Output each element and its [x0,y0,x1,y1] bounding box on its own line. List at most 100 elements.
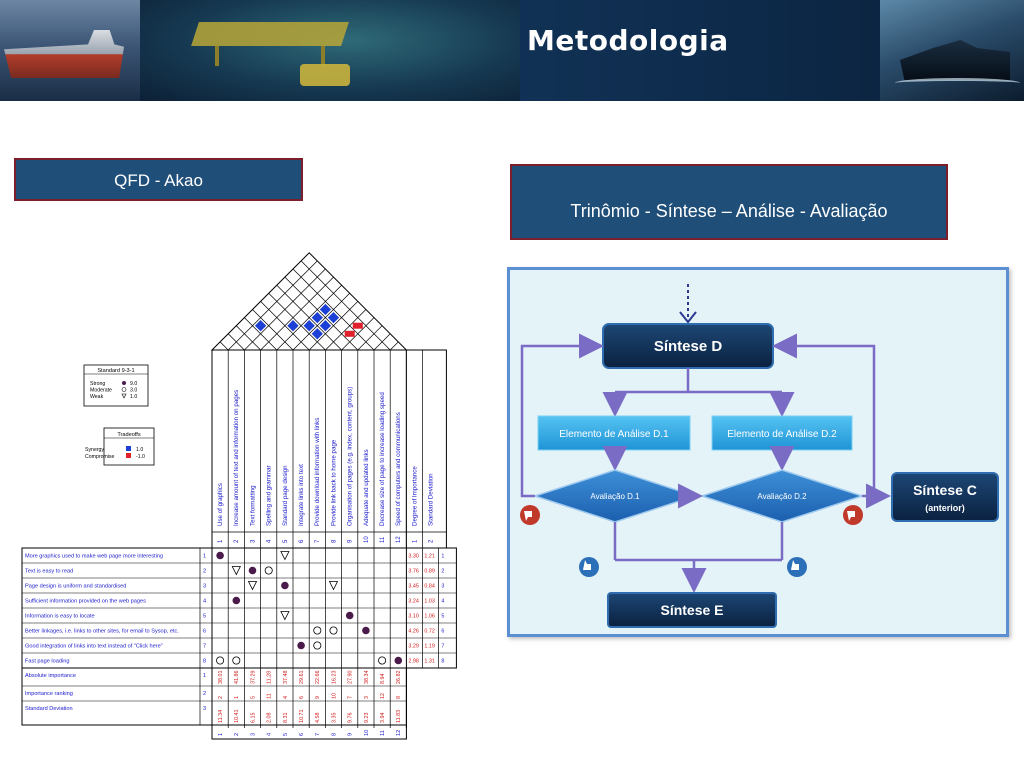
qfd-side-column-label: Standard Deviation [427,473,434,526]
relation-moderate-mark [232,656,241,665]
qfd-bottom-value: 22.66 [315,671,321,685]
relation-weak-mark [231,566,241,576]
qfd-roof-gridline [284,276,359,351]
qfd-side-column-label: Degree of Importance [411,466,418,526]
legend-strong-mark [122,381,126,385]
qfd-sd-value: 1.19 [424,643,435,649]
relation-weak-mark [328,581,339,591]
avaliacao-d1-label: Avaliação D.1 [590,492,640,501]
thumbs-down-icon [843,505,863,525]
slide-title: Metodologia [527,24,729,57]
legend-standard-value: 1.0 [130,394,137,400]
qfd-column-number: 8 [331,539,337,543]
qfd-bottom-row-number: 1 [203,673,206,679]
qfd-final-column-number: 10 [364,730,370,736]
qfd-bottom-value: 16.23 [331,671,337,685]
qfd-roof-gridline [268,293,326,351]
qfd-bottom-value: 9 [315,696,321,699]
qfd-importance-value: 3.45 [408,583,419,589]
relation-strong-mark [281,581,289,590]
qfd-bottom-value: 11.28 [267,671,273,684]
qfd-column-label: Standard page design [282,465,289,526]
qfd-final-column-number: 6 [299,733,305,736]
qfd-column-number: 3 [250,539,256,543]
qfd-final-column-number: 1 [218,733,224,736]
qfd-importance-value: 3.10 [408,613,419,619]
roof-synergy-mark [254,320,267,332]
qfd-sd-value: 0.72 [424,628,435,634]
relation-moderate-mark [313,641,322,650]
qfd-rank-value: 4 [441,598,444,604]
avaliacao-d2-label: Avaliação D.2 [757,492,807,501]
qfd-final-column-number: 9 [348,733,354,736]
sintese-e-box: Síntese E [607,592,777,628]
incoming-arrowhead [679,311,697,324]
roof-synergy-mark [303,320,315,332]
qfd-label-text: QFD - Akao [114,171,203,190]
qfd-column-number: 12 [396,536,402,543]
qfd-row-number: 6 [203,628,206,634]
qfd-rank-value: 5 [441,613,444,619]
relation-moderate-mark [329,626,338,635]
qfd-bottom-value: 12 [380,693,386,699]
qfd-final-column-number: 4 [267,733,273,736]
qfd-column-number: 1 [218,539,224,543]
qfd-final-column-number: 11 [380,730,386,736]
legend-moderate-mark [121,387,127,392]
qfd-row-number: 4 [203,598,206,604]
qfd-final-column-number: 8 [331,733,337,736]
relation-strong-mark [248,566,257,575]
qfd-importance-value: 3.29 [408,643,419,649]
element-d1-box: Elemento de Análise D.1 [537,415,691,451]
subsea-structure-legs [215,46,325,66]
legend-standard-label: Weak [90,394,104,400]
qfd-rank-value: 1 [441,553,444,559]
qfd-bottom-value: 37.29 [250,671,256,685]
qfd-bottom-value: 9.23 [364,713,370,724]
relation-weak-mark [280,551,290,561]
qfd-label-box: QFD - Akao [14,158,303,201]
qfd-column-number: 10 [364,536,370,543]
qfd-bottom-value: 7 [348,696,354,699]
qfd-rank-value: 2 [441,568,444,574]
qfd-roof-gridline [292,268,375,351]
qfd-bottom-row-number: 2 [203,691,206,697]
relation-moderate-mark [216,656,225,665]
qfd-column-label: Adequate and updated links [363,449,370,526]
qfd-bottom-row-label: Standard Deviation [25,706,73,712]
legend-synergy-mark [126,446,131,451]
qfd-row-label: Page design is uniform and standardised [25,583,126,589]
relation-strong-mark [394,656,403,665]
qfd-column-number: 9 [348,539,354,543]
sintese-e-label: Síntese E [660,602,723,618]
legend-tradeoffs-label: Synergy [85,447,104,453]
sintese-c-box: Síntese C (anterior) [891,472,999,522]
qfd-bottom-value: 11.34 [218,710,224,723]
header-banner: Metodologia [0,0,1024,101]
thumbs-down-icon [520,505,540,525]
qfd-bottom-value: 37.48 [283,671,289,685]
relation-strong-mark [232,596,241,605]
roof-synergy-mark [287,320,299,332]
qfd-bottom-value: 2 [218,696,224,699]
qfd-importance-value: 3.76 [408,568,419,574]
element-d1-label: Elemento de Análise D.1 [559,429,669,440]
qfd-final-column-number: 3 [250,733,256,736]
qfd-roof-gridline [276,284,342,351]
qfd-column-label: Text formatting [249,485,256,526]
relation-moderate-mark [378,656,387,665]
qfd-bottom-row-number: 3 [203,706,206,712]
qfd-column-label: Decrease size of page to increase loadin… [379,392,386,526]
subsea-structure-image [191,22,349,46]
qfd-side-column-number: 1 [412,539,418,543]
qfd-rank-value: 3 [441,583,444,589]
qfd-row-label: Good integration of links into text inst… [25,643,163,649]
legend-tradeoffs-label: Compromise [85,454,115,460]
legend-standard-value: 9.0 [130,381,137,387]
qfd-column-number: 4 [267,539,273,543]
qfd-bottom-value: 1 [234,696,240,699]
qfd-bottom-value: 3.35 [331,713,337,724]
qfd-bottom-value: 26.82 [396,671,402,685]
qfd-row-label: Fast page loading [25,658,69,664]
qfd-row-label: Text is easy to read [25,568,73,574]
